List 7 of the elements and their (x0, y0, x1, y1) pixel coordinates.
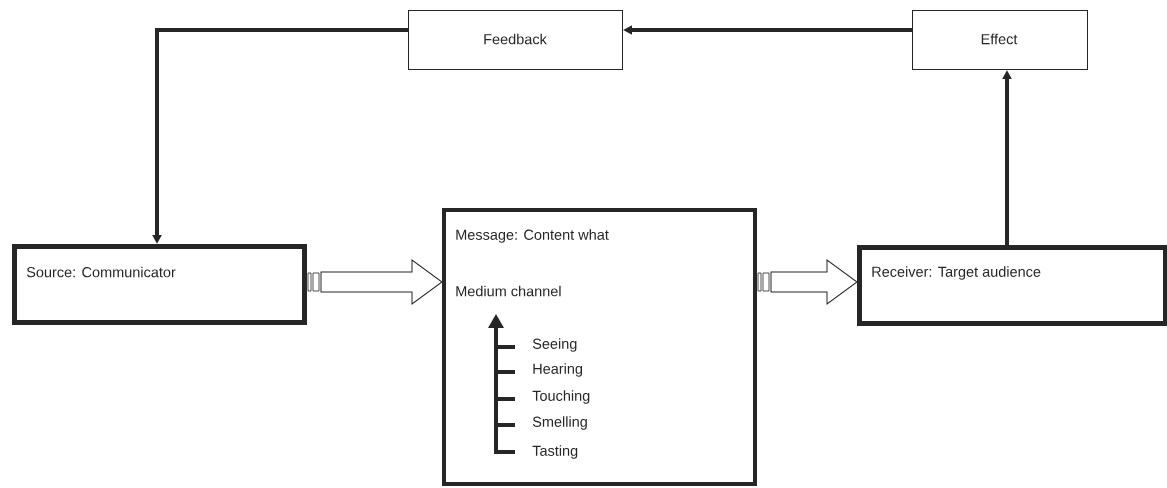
message-box: Message: Content what Medium channel Seeing Hearing Touching Smelling Tasting (442, 208, 757, 486)
block-arrow (757, 259, 858, 305)
block-arrow (307, 259, 443, 305)
receiver-box: Receiver: Target audience (857, 245, 1167, 326)
process-box: Effect (912, 10, 1088, 70)
process-box: Feedback (408, 10, 623, 70)
source-box: Source: Communicator (12, 244, 307, 325)
